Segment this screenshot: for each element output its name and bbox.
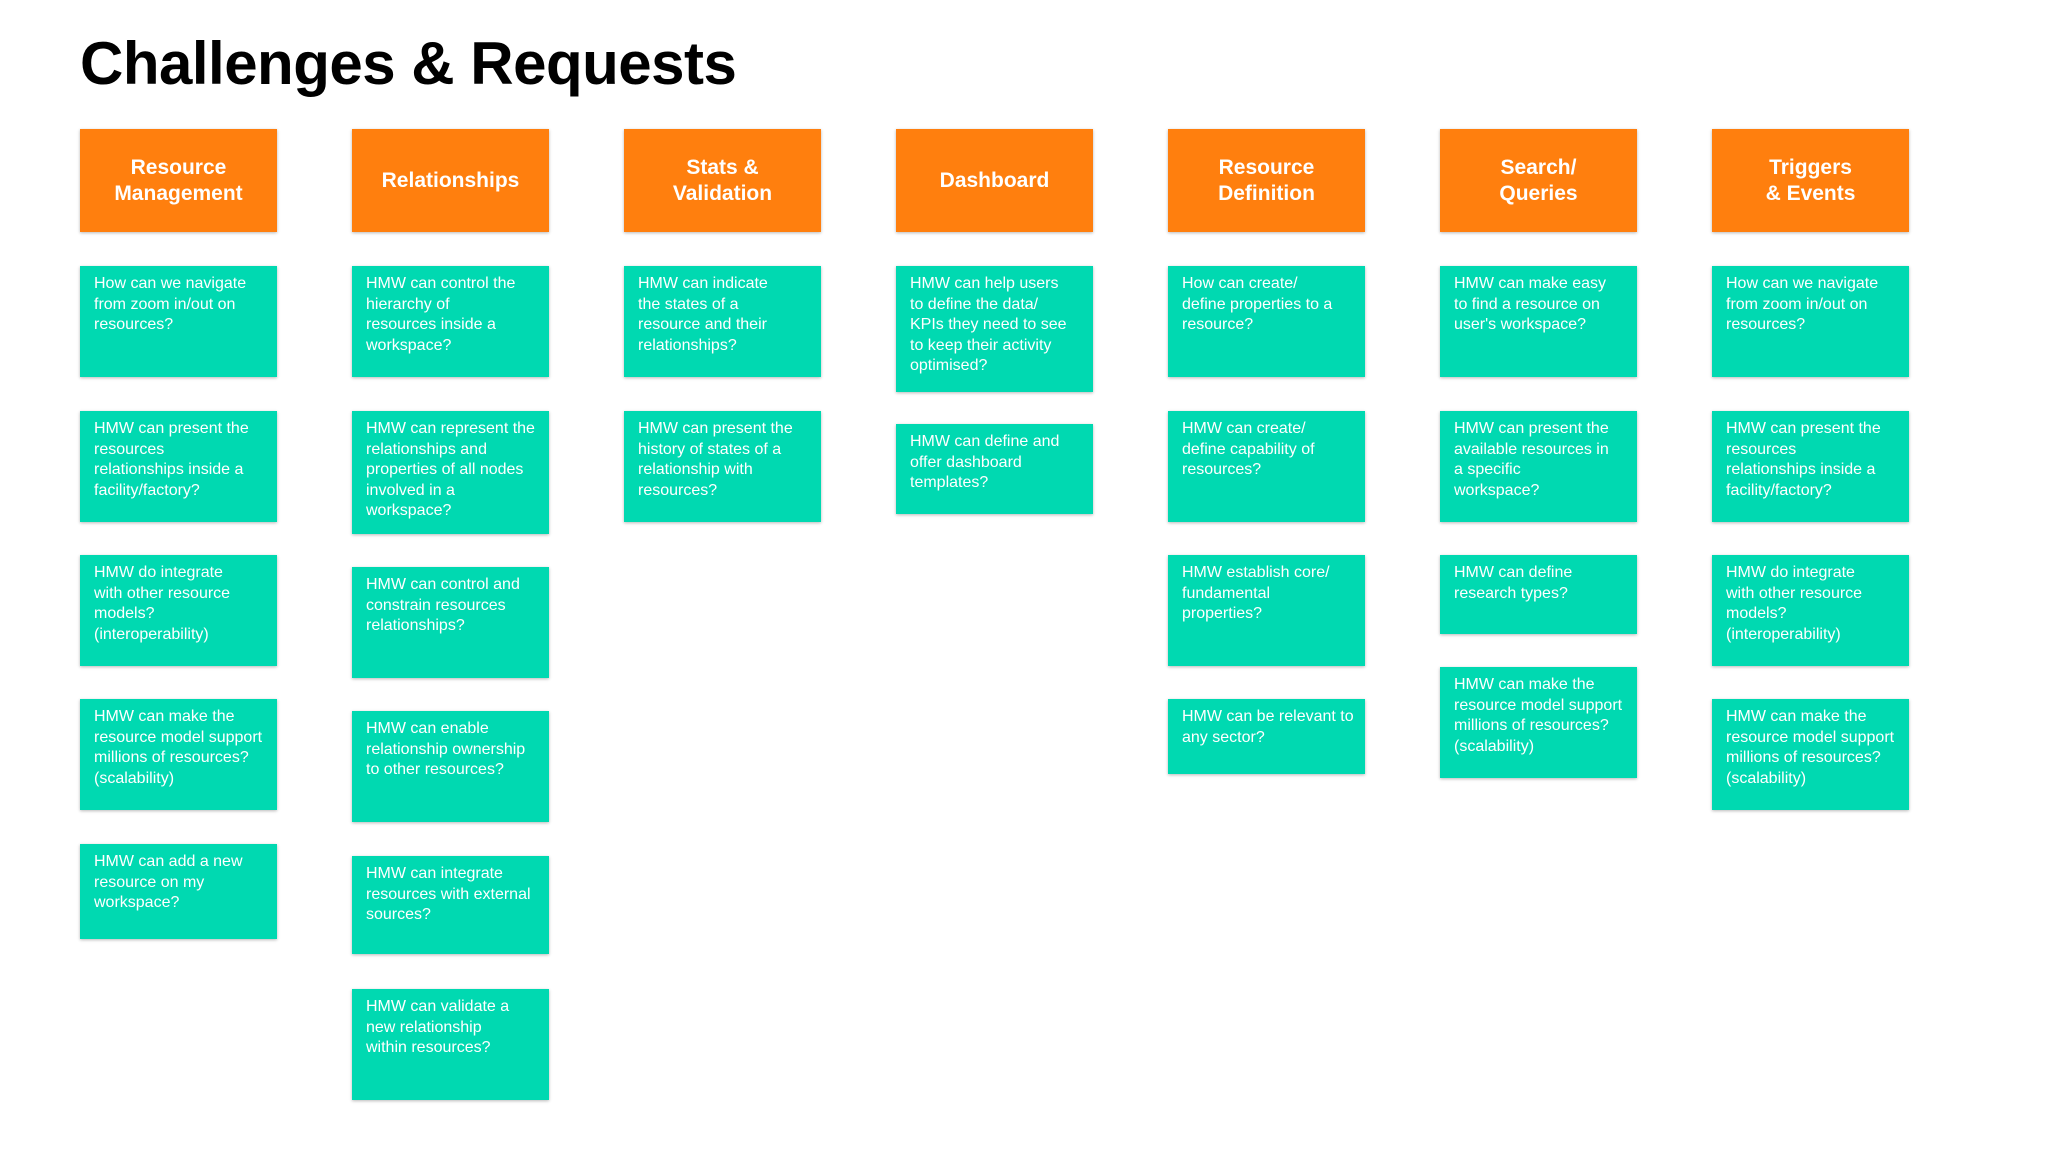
sticky-note[interactable]: HMW can present the history of states of… [624,411,821,522]
sticky-note[interactable]: HMW can indicate the states of a resourc… [624,266,821,377]
column-header-search-queries[interactable]: Search/ Queries [1440,129,1637,232]
sticky-note[interactable]: How can we navigate from zoom in/out on … [1712,266,1909,377]
sticky-note[interactable]: HMW can control and constrain resources … [352,567,549,678]
page-title: Challenges & Requests [80,30,737,97]
sticky-note[interactable]: HMW establish core/ fundamental properti… [1168,555,1365,666]
sticky-note[interactable]: How can we navigate from zoom in/out on … [80,266,277,377]
sticky-note[interactable]: HMW can define and offer dashboard templ… [896,424,1093,514]
sticky-note[interactable]: HMW can help users to define the data/ K… [896,266,1093,392]
sticky-note[interactable]: HMW can be relevant to any sector? [1168,699,1365,774]
column-header-relationships[interactable]: Relationships [352,129,549,232]
column-header-dashboard[interactable]: Dashboard [896,129,1093,232]
sticky-note[interactable]: HMW can represent the relationships and … [352,411,549,534]
column-header-resource-management[interactable]: Resource Management [80,129,277,232]
sticky-note[interactable]: HMW can present the resources relationsh… [1712,411,1909,522]
sticky-note[interactable]: How can create/ define properties to a r… [1168,266,1365,377]
sticky-note[interactable]: HMW can control the hierarchy of resourc… [352,266,549,377]
column-header-triggers-events[interactable]: Triggers & Events [1712,129,1909,232]
sticky-note[interactable]: HMW can add a new resource on my workspa… [80,844,277,939]
sticky-note[interactable]: HMW can present the resources relationsh… [80,411,277,522]
column-header-resource-definition[interactable]: Resource Definition [1168,129,1365,232]
sticky-note[interactable]: HMW can make the resource model support … [1440,667,1637,778]
column-header-stats-validation[interactable]: Stats & Validation [624,129,821,232]
sticky-note[interactable]: HMW do integrate with other resource mod… [80,555,277,666]
sticky-note[interactable]: HMW can define research types? [1440,555,1637,634]
sticky-note[interactable]: HMW can enable relationship ownership to… [352,711,549,822]
sticky-note[interactable]: HMW can make the resource model support … [80,699,277,810]
sticky-note[interactable]: HMW can create/ define capability of res… [1168,411,1365,522]
sticky-note[interactable]: HMW can validate a new relationship with… [352,989,549,1100]
sticky-note[interactable]: HMW can integrate resources with externa… [352,856,549,954]
sticky-note[interactable]: HMW can make easy to find a resource on … [1440,266,1637,377]
sticky-note[interactable]: HMW can make the resource model support … [1712,699,1909,810]
sticky-note[interactable]: HMW can present the available resources … [1440,411,1637,522]
sticky-note[interactable]: HMW do integrate with other resource mod… [1712,555,1909,666]
